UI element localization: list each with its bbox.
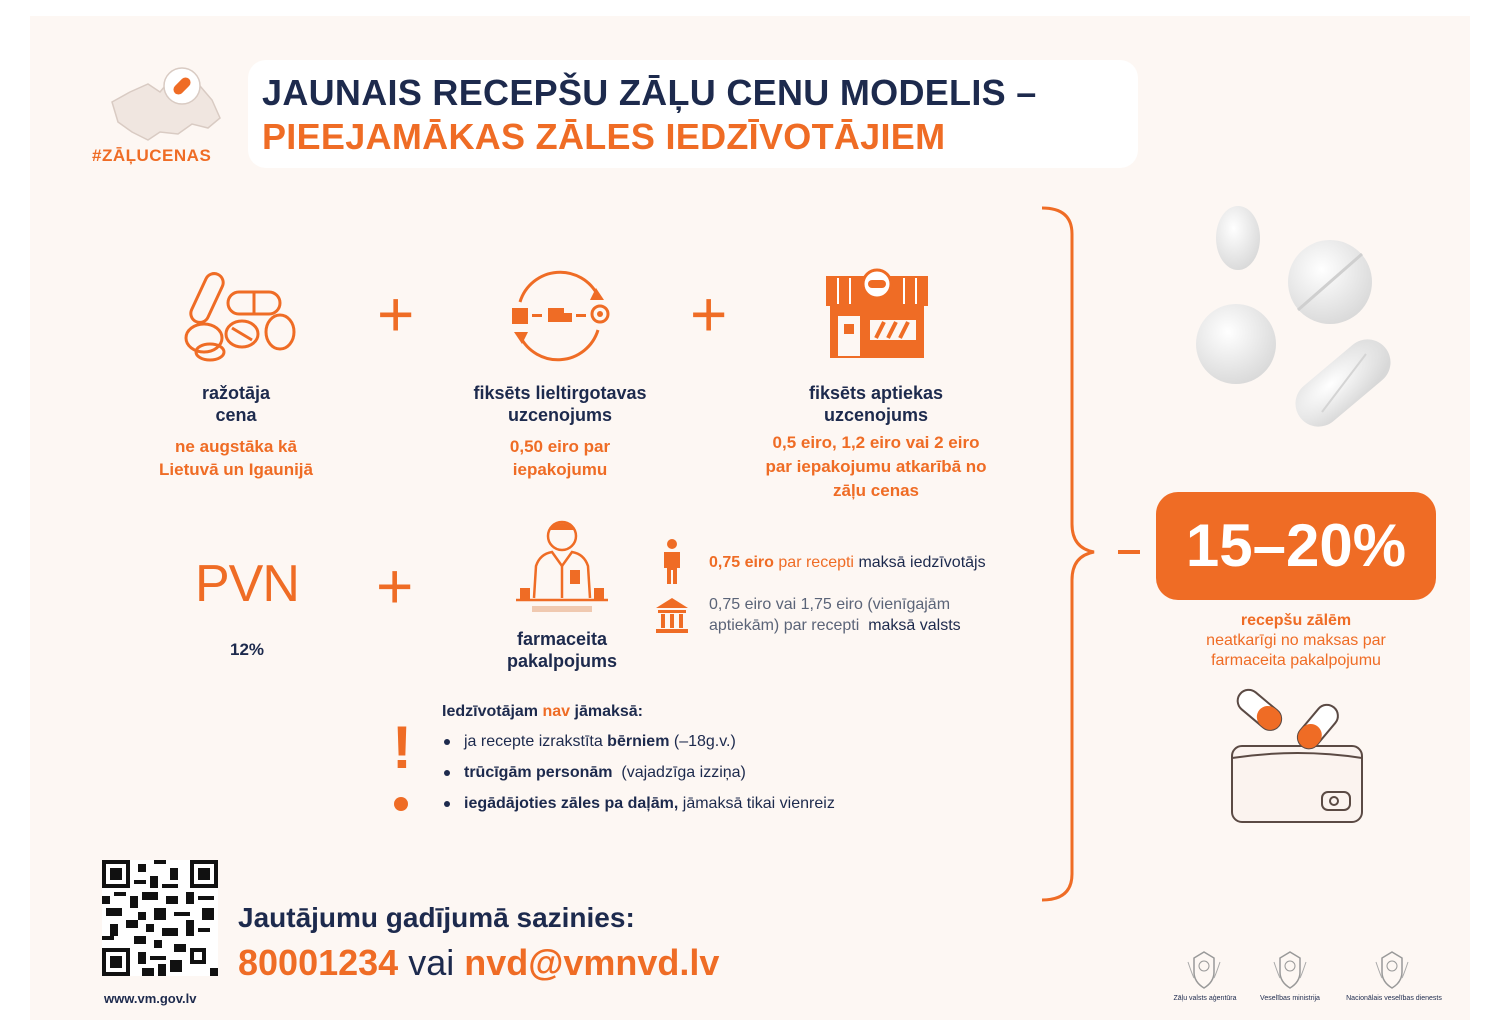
hashtag: #ZĀĻUCENAS bbox=[92, 146, 212, 165]
email-link[interactable]: nvd@vmnvd.lv bbox=[464, 942, 720, 983]
bank-icon bbox=[656, 598, 688, 633]
footer-logo-label: Veselības ministrija bbox=[1260, 995, 1320, 1002]
page-title: JAUNAIS RECEPŠU ZĀĻU CENU MODELIS – bbox=[262, 72, 1037, 113]
phone-number[interactable]: 80001234 bbox=[238, 942, 399, 983]
exclamation-dot bbox=[394, 797, 408, 811]
bracket-connector bbox=[1118, 550, 1140, 554]
plus-sign-2: + bbox=[690, 278, 728, 350]
resident-fee: 0,75 eiro par recepti maksā iedzīvotājs bbox=[709, 554, 986, 571]
pills-icon bbox=[184, 272, 296, 362]
state-fee: 0,75 eiro vai 1,75 eiro (vienīgajām apti… bbox=[709, 596, 961, 634]
coat-of-arms-icon bbox=[1187, 951, 1221, 989]
pills-3d-icon bbox=[1196, 206, 1391, 427]
curly-bracket bbox=[1041, 206, 1095, 902]
plus-sign-3: + bbox=[376, 550, 414, 622]
exemption-item: iegādājoties zāles pa daļām, jāmaksā tik… bbox=[444, 794, 835, 814]
website-link[interactable]: www.vm.gov.lv bbox=[104, 991, 197, 1006]
coat-of-arms-icon bbox=[1273, 951, 1307, 989]
coat-of-arms-icon bbox=[1375, 951, 1409, 989]
qr-code[interactable] bbox=[102, 860, 218, 976]
savings-badge: 15–20% bbox=[1156, 492, 1436, 600]
vat-label: PVN bbox=[195, 555, 300, 613]
pharmacy-icon bbox=[826, 268, 928, 358]
person-icon bbox=[664, 539, 680, 584]
latvia-map-pill-icon bbox=[111, 67, 221, 141]
exclamation-mark: ! bbox=[392, 714, 412, 781]
footer-logo-label: Nacionālais veselības dienests bbox=[1346, 995, 1442, 1002]
contact-details: 80001234 vai nvd@vmnvd.lv bbox=[238, 942, 720, 983]
supply-chain-icon bbox=[512, 270, 610, 362]
page-subtitle: PIEEJAMĀKAS ZĀLES IEDZĪVOTĀJIEM bbox=[262, 116, 946, 157]
exemptions-heading: Iedzīvotājam nav jāmaksā: bbox=[442, 703, 644, 720]
footer-logo-label: Zāļu valsts aģentūra bbox=[1173, 995, 1237, 1002]
vat-value: 12% bbox=[230, 640, 265, 659]
contact-heading: Jautājumu gadījumā sazinies: bbox=[238, 902, 635, 933]
exemption-item: trūcīgām personām (vajadzīga izziņa) bbox=[444, 763, 746, 783]
title-box bbox=[248, 60, 1138, 168]
savings-description: recepšu zālēm neatkarīgi no maksas par f… bbox=[1206, 612, 1386, 669]
wallet-pills-icon bbox=[1231, 688, 1363, 823]
plus-sign-1: + bbox=[377, 278, 415, 350]
pharmacist-icon bbox=[516, 520, 608, 612]
exemption-item: ja recepte izrakstīta bērniem (–18g.v.) bbox=[444, 732, 736, 752]
